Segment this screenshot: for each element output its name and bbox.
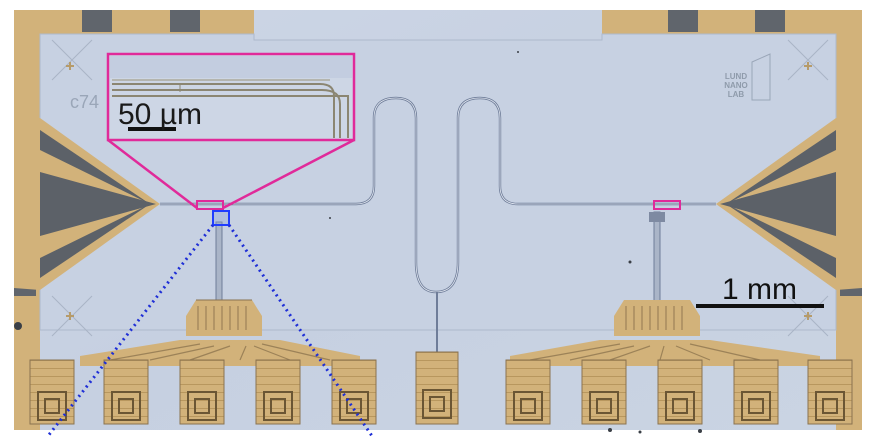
chip-id-label: c74 bbox=[70, 92, 100, 112]
bond-pad bbox=[807, 359, 853, 425]
alignment-mark-bottom-right bbox=[787, 295, 829, 337]
bond-pad bbox=[29, 359, 75, 425]
bond-pad bbox=[581, 359, 627, 425]
bond-pad bbox=[657, 359, 703, 425]
left-coupler-highlight bbox=[196, 200, 224, 210]
inset-projection bbox=[107, 138, 355, 210]
right-feedline-launcher bbox=[716, 118, 862, 290]
logo-line-3: LAB bbox=[727, 90, 745, 99]
zoom-line-left bbox=[46, 224, 215, 437]
lund-nano-lab-logo bbox=[751, 53, 771, 101]
inset-scale-bar bbox=[128, 127, 176, 131]
zoom-highlight-box bbox=[212, 210, 230, 226]
alignment-mark-bottom-left bbox=[51, 295, 93, 337]
bond-pad bbox=[505, 359, 551, 425]
bond-pad bbox=[415, 351, 459, 425]
left-feedline-launcher bbox=[14, 118, 160, 290]
zoom-line-right bbox=[227, 224, 374, 437]
logo-line-1: LUND bbox=[724, 72, 748, 81]
ground-frame bbox=[14, 10, 862, 430]
scale-bar bbox=[696, 304, 824, 308]
bond-pad bbox=[103, 359, 149, 425]
logo-line-2: NANO bbox=[724, 81, 748, 90]
right-coupler-highlight bbox=[653, 200, 681, 210]
left-qubit-stem bbox=[215, 221, 223, 307]
bottom-bond-pads bbox=[29, 351, 853, 425]
inset-scale-label: 50 µm bbox=[118, 98, 202, 131]
logo-label: LUND NANO LAB bbox=[714, 72, 758, 99]
debris bbox=[14, 51, 702, 434]
inset-zoom-panel bbox=[106, 52, 356, 142]
scale-bar-label: 1 mm bbox=[722, 273, 797, 306]
alignment-mark-top-left bbox=[51, 39, 93, 81]
bond-pad bbox=[179, 359, 225, 425]
bond-pad bbox=[331, 359, 377, 425]
bond-pad bbox=[733, 359, 779, 425]
alignment-mark-top-right bbox=[787, 39, 829, 81]
bond-pad bbox=[255, 359, 301, 425]
